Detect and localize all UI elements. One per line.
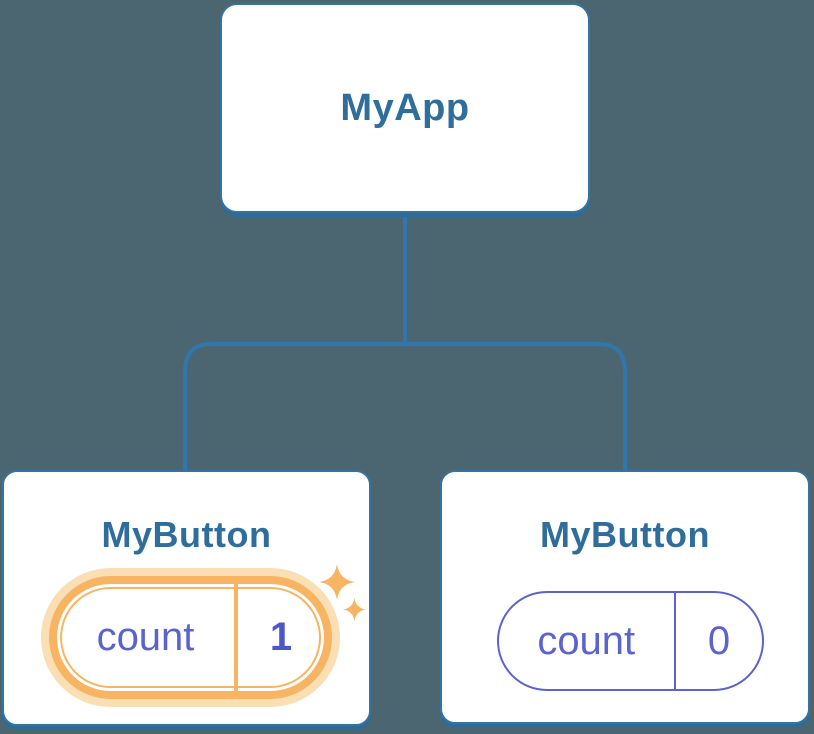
state-pill-default: count 0	[497, 591, 764, 691]
node-mybutton-left-label: MyButton	[101, 514, 272, 555]
sparkle-icon-large	[319, 564, 355, 600]
connector-children-bracket	[183, 342, 627, 472]
node-myapp-label: MyApp	[340, 86, 470, 129]
state-value: 1	[269, 615, 293, 659]
pill-divider	[673, 593, 676, 689]
node-mybutton-right-label: MyButton	[540, 514, 710, 555]
node-mybutton-right: MyButton count 0	[440, 470, 810, 724]
state-name-label: count	[96, 615, 195, 659]
state-value: 0	[707, 618, 731, 663]
pill-divider	[234, 584, 238, 691]
node-myapp: MyApp	[220, 3, 590, 213]
node-mybutton-left: MyButton count 1	[2, 470, 371, 726]
sparkle-icon-small	[343, 598, 366, 621]
state-name-label: count	[537, 618, 636, 663]
state-pill-highlighted: count 1	[49, 576, 332, 699]
